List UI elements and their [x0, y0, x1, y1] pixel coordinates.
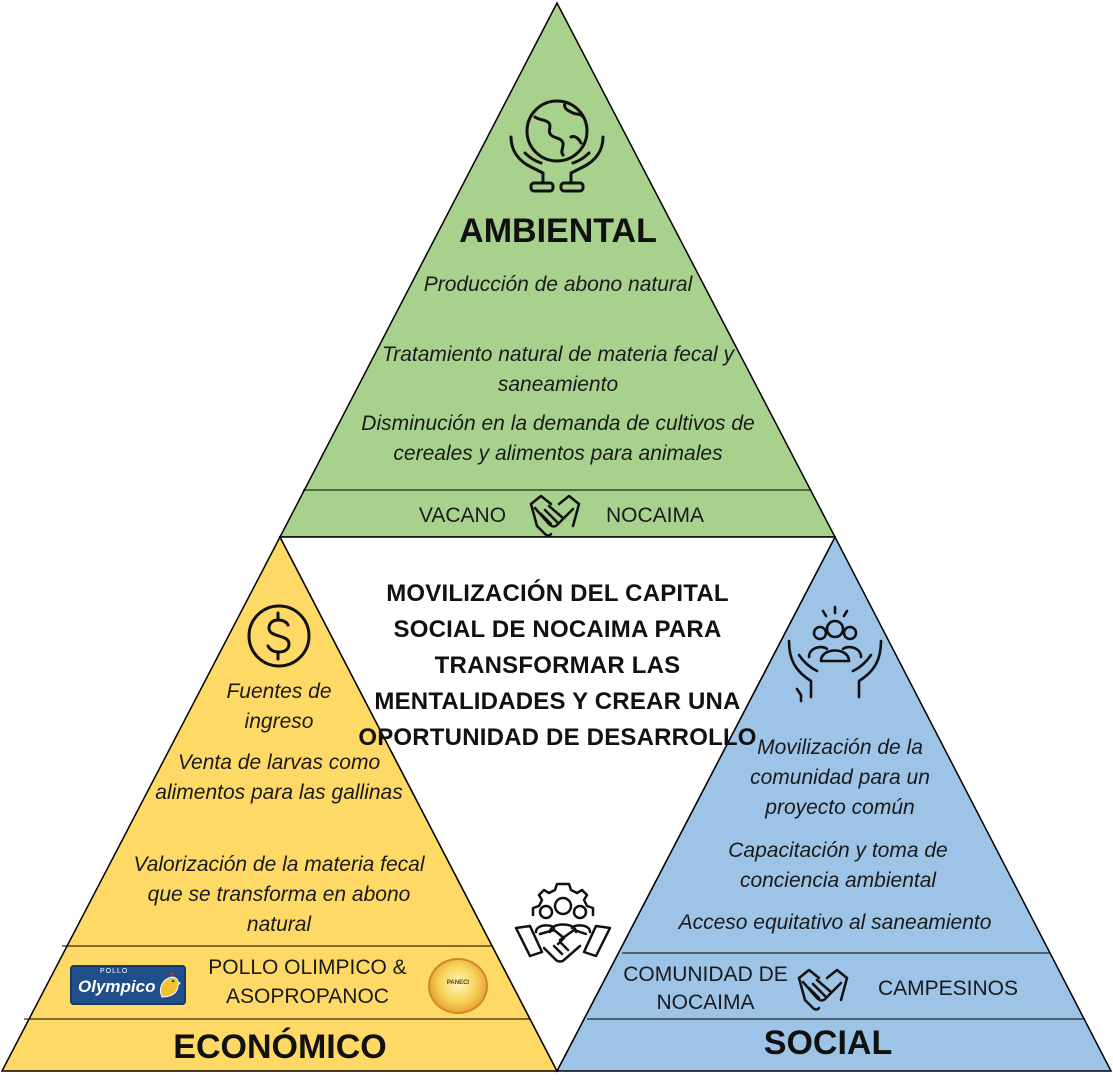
- asopropanoc-logo: PANECI: [428, 958, 488, 1014]
- social-item-1: Movilización de la comunidad para un pro…: [750, 736, 930, 819]
- dollar-coin-icon: [247, 604, 311, 668]
- center-title: MOVILIZACIÓN DEL CAPITAL SOCIAL DE NOCAI…: [358, 580, 757, 751]
- olympico-logo-small: POLLO: [100, 968, 129, 975]
- globe-in-hands-icon: [509, 99, 605, 193]
- social-title: SOCIAL: [763, 1024, 893, 1062]
- social-partner-left: COMUNIDAD DE NOCAIMA: [623, 963, 788, 1014]
- economico-partner: POLLO OLIMPICO & ASOPROPANOC: [208, 956, 407, 1008]
- ambiental-partner-left: VACANO: [418, 504, 507, 527]
- social-item-2: Capacitación y toma de conciencia ambien…: [728, 839, 948, 892]
- chicken-icon: [159, 972, 181, 998]
- ambiental-item-2: Tratamiento natural de materia fecal y s…: [381, 343, 735, 396]
- social-partner-right: CAMPESINOS: [877, 977, 1019, 1000]
- ambiental-item-3: Disminución en la demanda de cultivos de…: [361, 412, 755, 465]
- ambiental-handshake-icon: [529, 494, 581, 537]
- economico-item-2: Venta de larvas como alimentos para las …: [155, 751, 403, 804]
- ambiental-item-1: Producción de abono natural: [423, 273, 693, 296]
- economico-item-1: Fuentes de ingreso: [226, 680, 332, 733]
- asopropanoc-logo-text: PANECI: [446, 980, 470, 986]
- team-handshake-gear-icon: [514, 882, 612, 963]
- olympico-logo-big: Olympico: [78, 977, 156, 996]
- social-item-3: Acceso equitativo al saneamiento: [678, 911, 992, 934]
- olympico-logo: POLLO Olympico: [70, 965, 186, 1005]
- economico-title: ECONÓMICO: [173, 1028, 387, 1066]
- center-triangle: [278, 536, 837, 1073]
- ambiental-partner-right: NOCAIMA: [605, 504, 704, 527]
- community-in-hands-icon: [787, 605, 883, 703]
- social-handshake-icon: [797, 968, 849, 1011]
- ambiental-title: AMBIENTAL: [459, 212, 657, 250]
- economico-item-3: Valorización de la materia fecal que se …: [133, 853, 425, 936]
